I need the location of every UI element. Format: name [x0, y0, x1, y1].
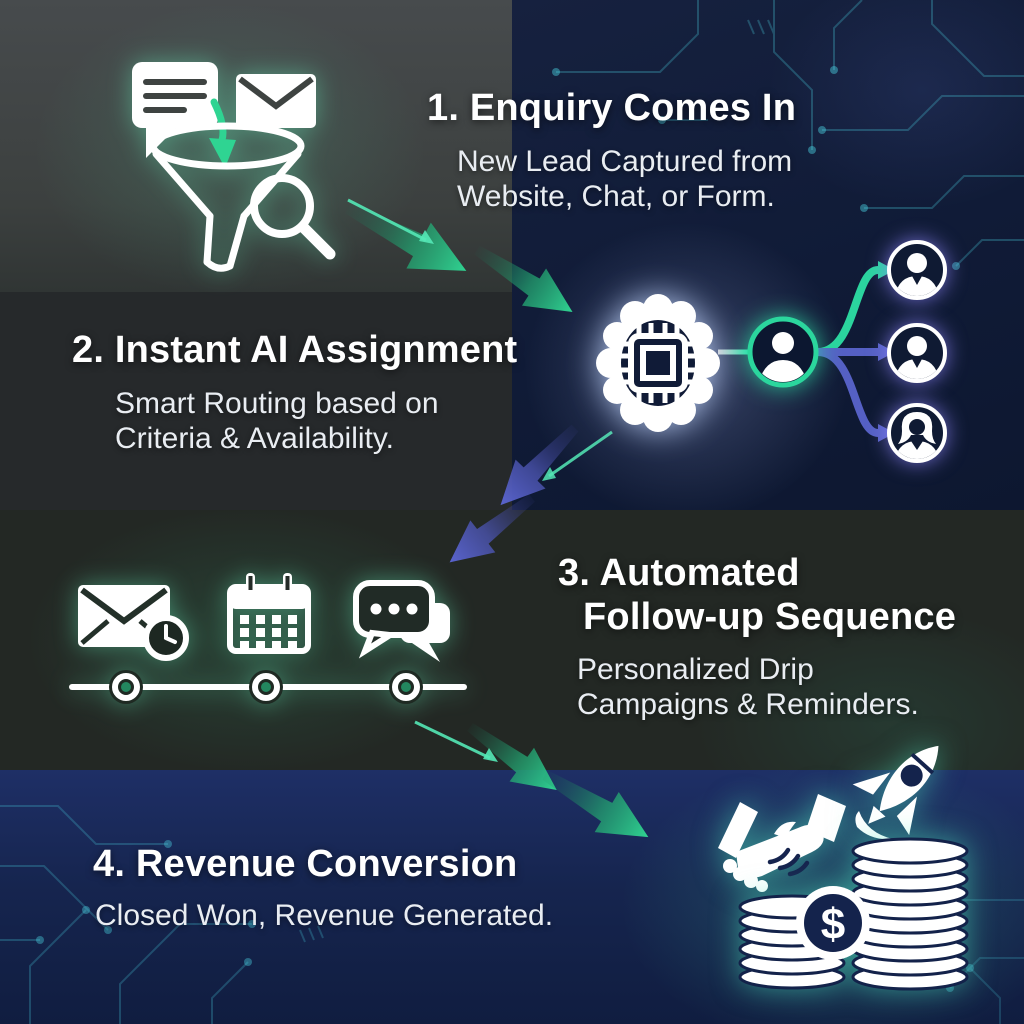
ai-brain-chip-icon — [596, 294, 720, 432]
step-4-text: 4. Revenue Conversion Closed Won, Revenu… — [93, 842, 553, 933]
step-3-subtitle-line-2: Campaigns & Reminders. — [577, 688, 919, 721]
step-3-title-line-1: 3. Automated — [558, 552, 800, 594]
step-1-subtitle-line-2: Website, Chat, or Form. — [457, 180, 775, 213]
step-2-subtitle-line-2: Criteria & Availability. — [115, 422, 394, 455]
lead-funnel-icon — [149, 122, 305, 272]
arrow-step1-to-step2 — [345, 198, 573, 313]
magnifier-icon — [250, 174, 336, 260]
arrow-step3-to-step4 — [414, 720, 649, 838]
calendar-icon — [227, 573, 311, 654]
step-3-text: 3. Automated Follow-up Sequence Personal… — [558, 551, 956, 722]
agent-avatar-male-2 — [887, 323, 947, 383]
chat-message-icon — [132, 62, 218, 158]
step-1-text: 1. Enquiry Comes In New Lead Captured fr… — [427, 86, 796, 214]
handshake-icon — [718, 794, 846, 892]
step-2-text: 2. Instant AI Assignment Smart Routing b… — [72, 328, 517, 456]
step-2-title: 2. Instant AI Assignment — [72, 329, 518, 371]
rocket-icon — [852, 745, 939, 840]
step1-icon-cluster — [132, 62, 336, 272]
step-2-subtitle-line-1: Smart Routing based on — [115, 387, 439, 420]
routing-connector — [718, 261, 895, 442]
step-1-title: 1. Enquiry Comes In — [427, 87, 797, 129]
step3-icon-cluster — [69, 573, 467, 704]
arrow-step2-to-step3 — [449, 424, 613, 563]
step-3-subtitle-line-1: Personalized Drip — [577, 653, 814, 686]
step-4-title: 4. Revenue Conversion — [93, 843, 518, 885]
sequence-timeline — [69, 670, 467, 704]
step-1-subtitle-line-1: New Lead Captured from — [457, 145, 793, 178]
circuit-pattern-top-right — [552, 0, 1024, 270]
circuit-pattern-bottom-left — [0, 805, 324, 1024]
agent-avatar-male-1 — [887, 240, 947, 300]
step-3-title-line-2: Follow-up Sequence — [583, 596, 957, 638]
agent-avatar-female — [887, 403, 947, 463]
bg-panel-step2 — [0, 292, 512, 510]
dollar-sign: $ — [821, 900, 845, 949]
step-4-subtitle: Closed Won, Revenue Generated. — [95, 899, 554, 932]
lead-avatar-icon — [747, 316, 819, 388]
email-clock-icon — [78, 585, 189, 661]
coins-dollar-icon: $ — [738, 837, 969, 991]
chat-dots-icon — [353, 580, 450, 662]
envelope-icon — [236, 74, 316, 128]
